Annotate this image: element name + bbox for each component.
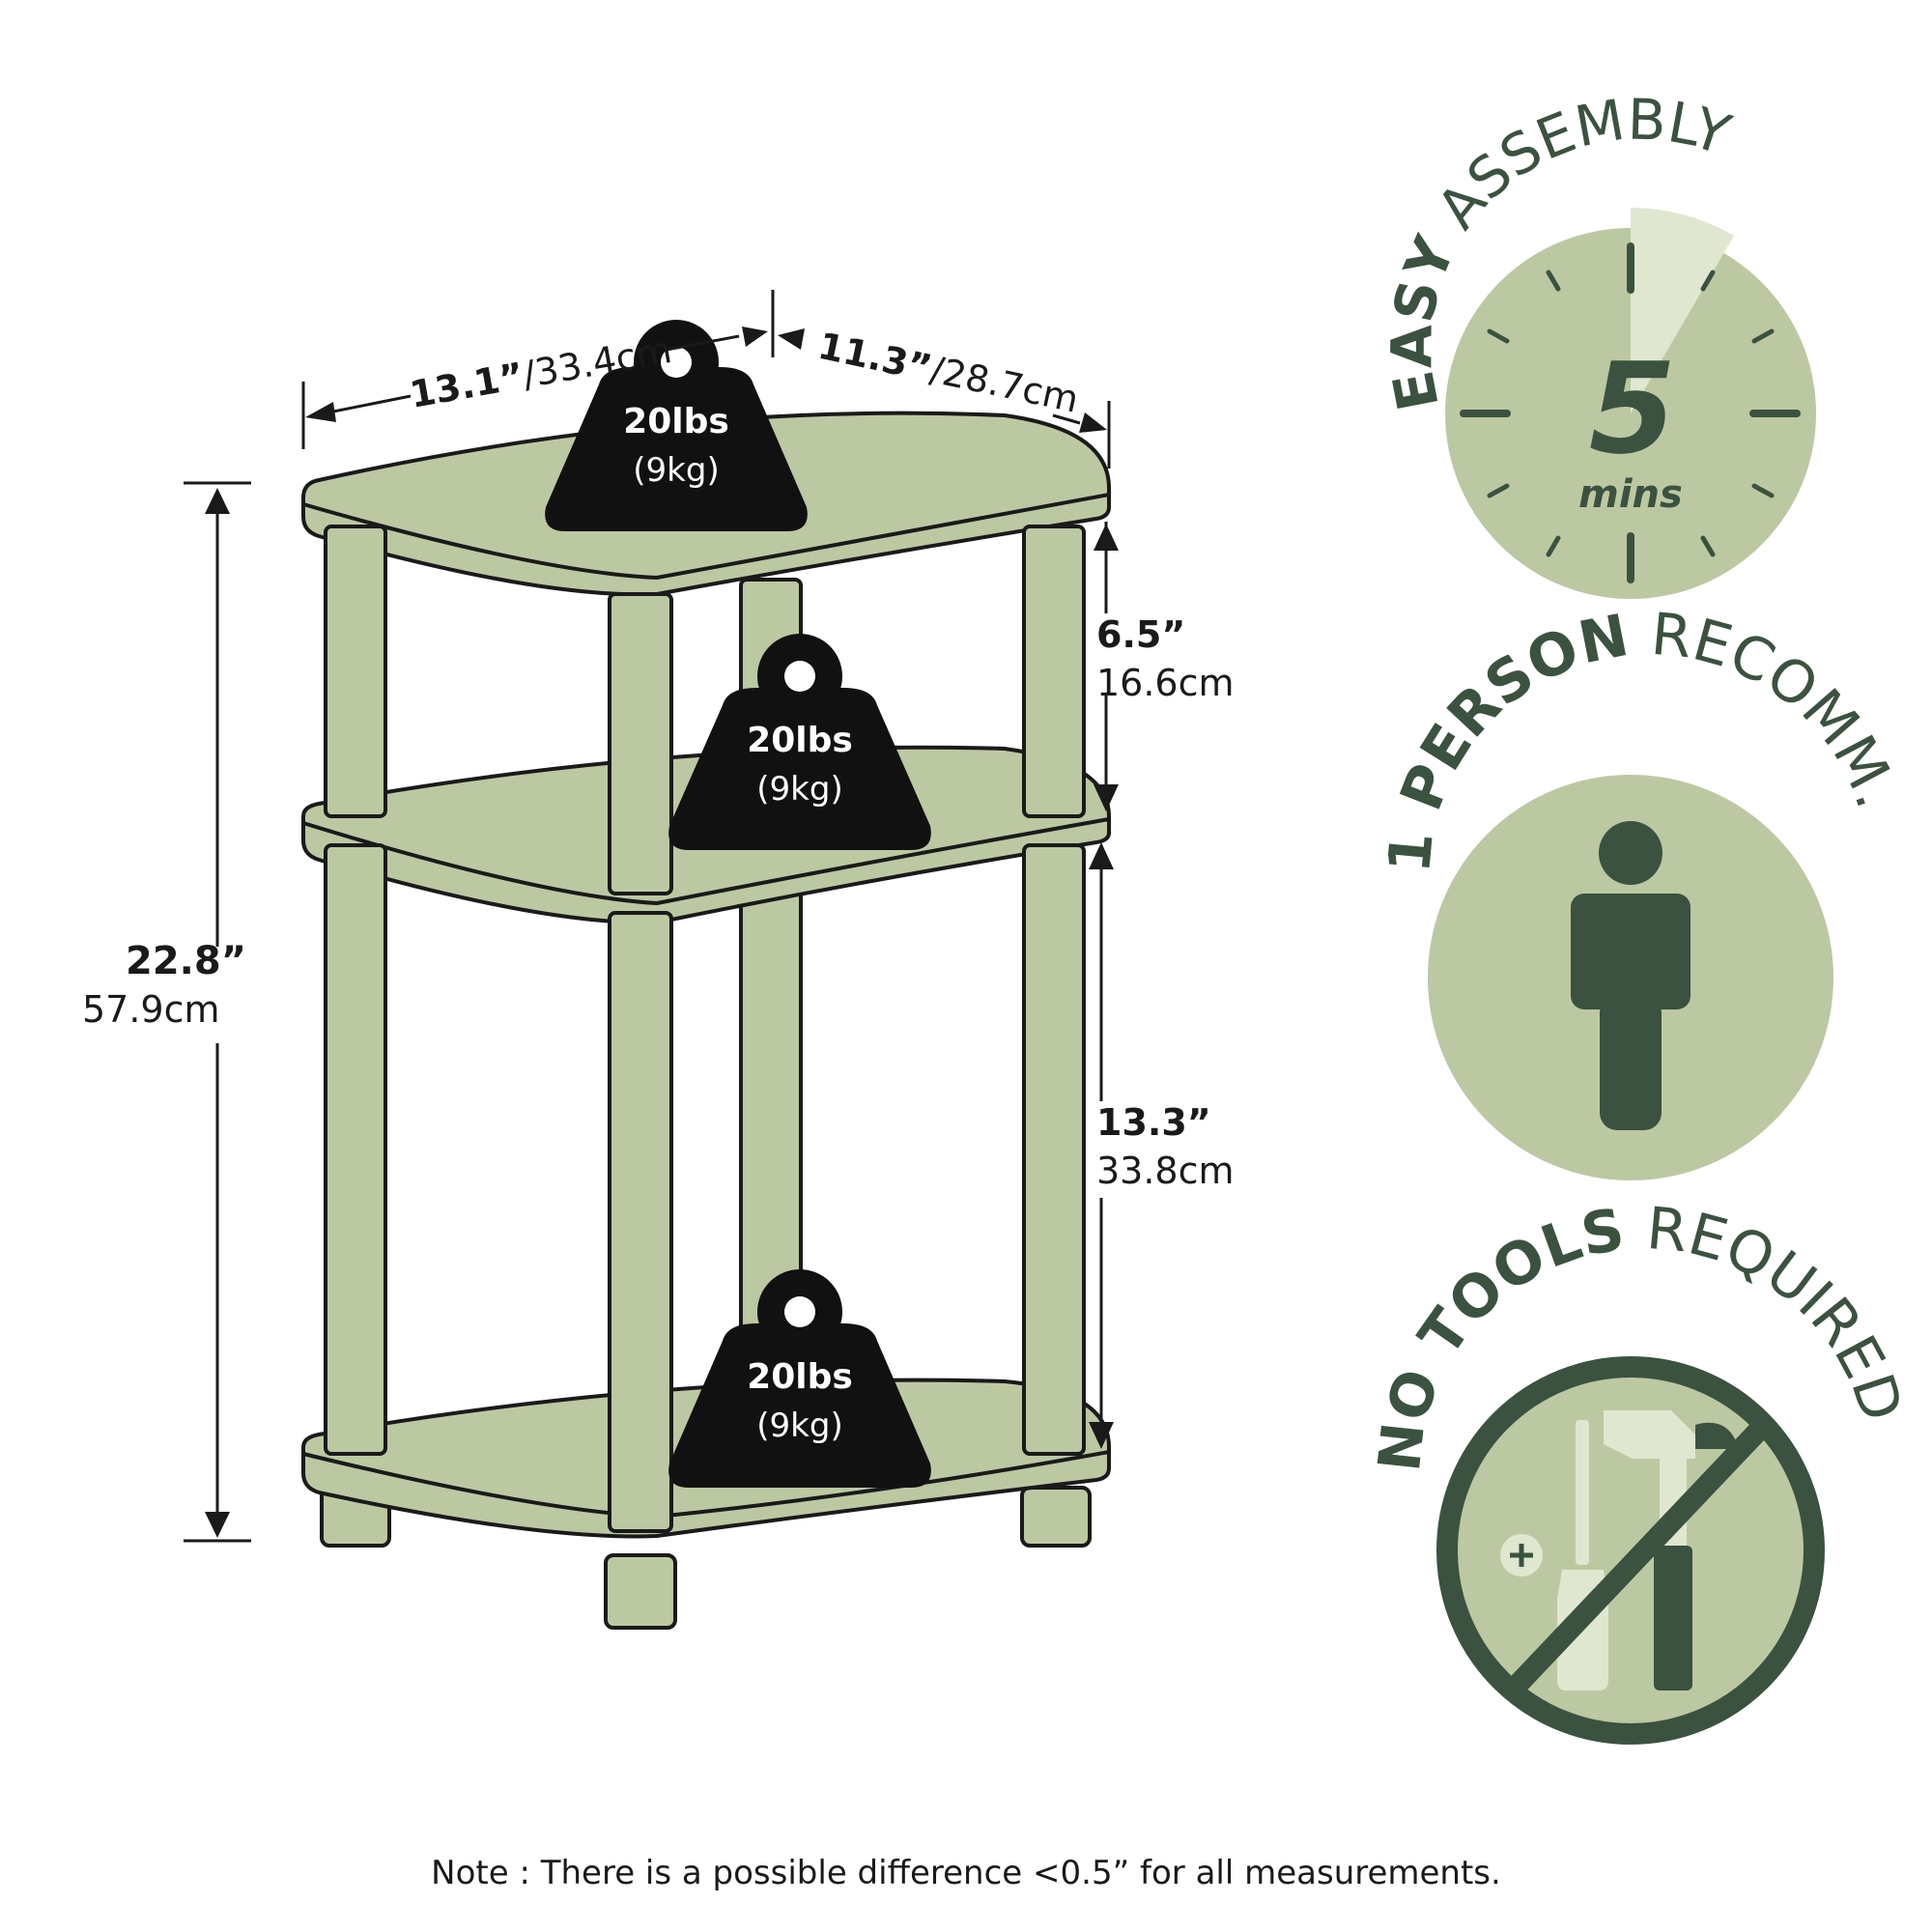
lower-gap-centimeters: 33.8cm [1096,1150,1235,1192]
assembly-minutes-number: 5 [1589,335,1676,482]
weight-top-kg: (9kg) [633,451,719,490]
weight-bottom-lbs: 20lbs [747,1357,853,1397]
svg-text:11.3”/28.7cm: 11.3”/28.7cm [814,325,1082,421]
upper-gap-inches: 6.5” [1096,613,1185,656]
no-tools-badge: NO TOOLS REQUIRED [1366,1195,1916,1745]
total-height-centimeters: 57.9cm [82,988,220,1031]
width-inches: 13.1” [407,355,527,416]
person-badge: 1 PERSON RECOMM. [1376,601,1911,1180]
weight-middle: 20lbs (9kg) [668,634,931,850]
dimension-lines [184,290,1119,1543]
weight-top-lbs: 20lbs [623,402,729,441]
weight-top: 20lbs (9kg) [545,320,808,531]
depth-inches: 11.3” [814,325,935,390]
clock-icon [1460,242,1801,583]
post-front-upper [608,592,673,895]
weight-bottom: 20lbs (9kg) [668,1269,931,1488]
depth-centimeters: /28.7cm [926,348,1082,420]
weight-middle-lbs: 20lbs [747,721,853,760]
weight-bottom-kg: (9kg) [756,1406,842,1445]
upper-gap-centimeters: 16.6cm [1096,662,1235,704]
prohibition-slash [1509,1417,1772,1693]
easy-assembly-badge: 5 mins EASY ASSEMBLY [1378,87,1816,599]
post-left-lower [324,843,387,1456]
lower-gap-inches: 13.3” [1096,1101,1211,1144]
post-left-upper [324,525,387,818]
person-icon [1571,821,1690,1130]
post-front-lower [608,911,673,1533]
assembly-minutes-unit: mins [1578,472,1683,517]
total-height-inches: 22.8” [126,939,246,983]
depth-label: 11.3”/28.7cm [814,325,1082,421]
measurement-note: Note : There is a possible difference <0… [431,1854,1501,1892]
post-right-upper [1022,525,1086,818]
weight-middle-kg: (9kg) [756,770,842,809]
post-right-lower [1022,843,1086,1456]
clock-elapsed-wedge [1631,208,1734,413]
